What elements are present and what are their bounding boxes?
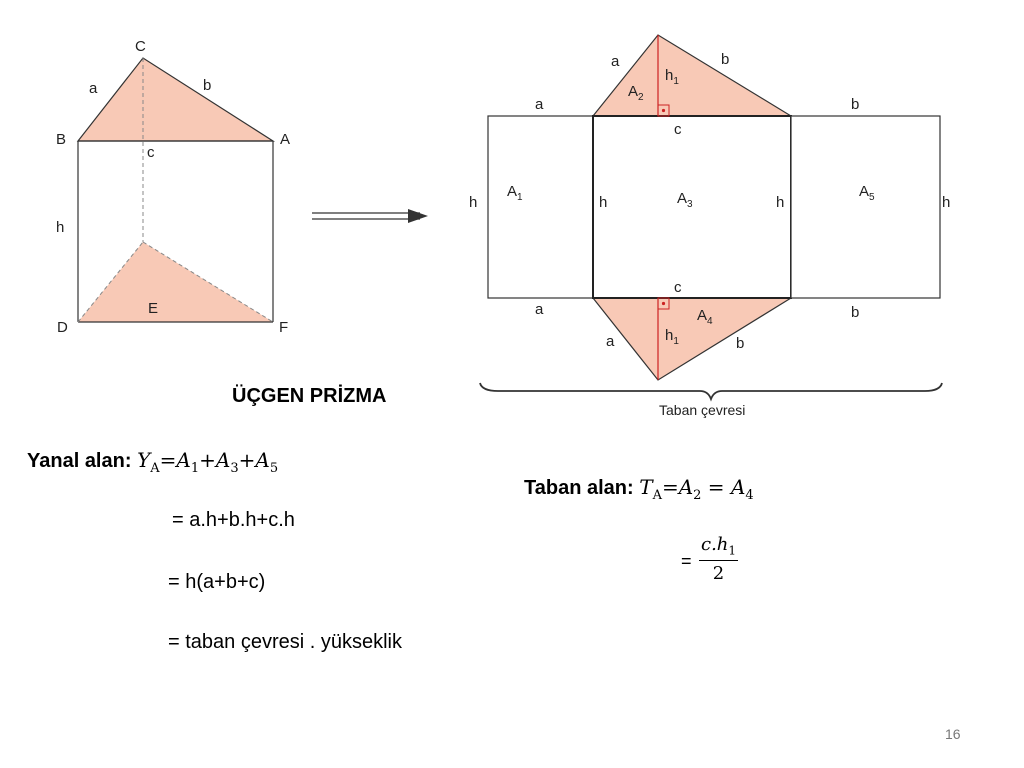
lateral-line-4: = taban çevresi . yükseklik — [168, 631, 402, 653]
net-h-label-right: h — [942, 194, 950, 211]
perimeter-label: Taban çevresi — [659, 402, 745, 418]
net-bottom-triangle — [591, 297, 794, 381]
edge-b-label: b — [203, 77, 211, 94]
edge-a-label: a — [89, 80, 98, 97]
vertex-b-label: B — [56, 131, 66, 148]
base-fraction: c.h1 2 — [699, 534, 739, 584]
net-rect-a3 — [592, 115, 792, 299]
lateral-area-formula: Yanal alan: YA=A1+A3+A5 — [27, 448, 278, 476]
base-area-formula: Taban alan: TA=A2 = A4 — [524, 475, 754, 503]
transform-arrow — [312, 209, 428, 223]
net-a1-label: A1 — [507, 183, 523, 203]
lateral-area-label: Yanal alan: — [27, 450, 132, 472]
net-bottom-c-label: c — [674, 279, 682, 296]
vertex-d-label: D — [57, 319, 68, 336]
net-rect-a5 — [790, 115, 941, 299]
page-number: 16 — [945, 726, 961, 742]
top-right-angle — [657, 104, 670, 117]
net-top-c-label: c — [674, 121, 682, 138]
base-e-label: E — [148, 300, 158, 317]
base-area-label: Taban alan: — [524, 477, 634, 499]
net-bottom-a-label: a — [606, 333, 615, 350]
fraction-numerator: c.h1 — [699, 534, 739, 561]
net-a4-label: A4 — [697, 307, 713, 327]
edge-c-label: c — [147, 144, 155, 161]
lateral-line-2: = a.h+b.h+c.h — [172, 509, 295, 531]
net-a3-label: A3 — [677, 190, 693, 210]
net-b-label-bottom: b — [851, 304, 859, 321]
net-bottom-h1-label: h1 — [665, 327, 679, 347]
net-h-label-left: h — [469, 194, 477, 211]
net-a2-label: A2 — [628, 83, 644, 103]
triangular-prism: C B A D E F a b c h — [56, 38, 290, 336]
fraction-denominator: 2 — [712, 562, 725, 584]
net-h-label-a3-right: h — [776, 194, 784, 211]
vertex-a-label: A — [280, 131, 290, 148]
lateral-area-expression: YA=A1+A3+A5 — [137, 448, 279, 476]
net-rect-a1 — [487, 115, 594, 299]
prism-hidden-edge-left — [77, 241, 144, 323]
prism-net: a b h1 A2 c a b h A1 h A3 h A5 h c a b A… — [469, 34, 950, 418]
vertex-f-label: F — [279, 319, 288, 336]
net-a5-label: A5 — [859, 183, 875, 203]
net-top-triangle — [591, 34, 794, 117]
lateral-line-3: = h(a+b+c) — [168, 571, 266, 593]
net-top-b-label: b — [721, 51, 729, 68]
perimeter-brace — [479, 382, 943, 402]
base-fraction-equals: = — [681, 551, 692, 571]
prism-base-face — [78, 242, 273, 322]
net-h-label-a3-left: h — [599, 194, 607, 211]
net-bottom-b-label: b — [736, 335, 744, 352]
bottom-right-angle — [657, 297, 670, 310]
base-area-expression: TA=A2 = A4 — [639, 475, 754, 503]
prism-title: ÜÇGEN PRİZMA — [232, 385, 387, 407]
net-top-a-label: a — [611, 53, 620, 70]
vertex-c-label: C — [135, 38, 146, 55]
prism-top-face — [76, 57, 276, 142]
net-b-label-top: b — [851, 96, 859, 113]
net-top-h1-label: h1 — [665, 67, 679, 87]
net-a-label-bottom: a — [535, 301, 544, 318]
edge-h-label: h — [56, 219, 64, 236]
net-a-label-top: a — [535, 96, 544, 113]
prism-hidden-edge-right — [142, 241, 274, 323]
